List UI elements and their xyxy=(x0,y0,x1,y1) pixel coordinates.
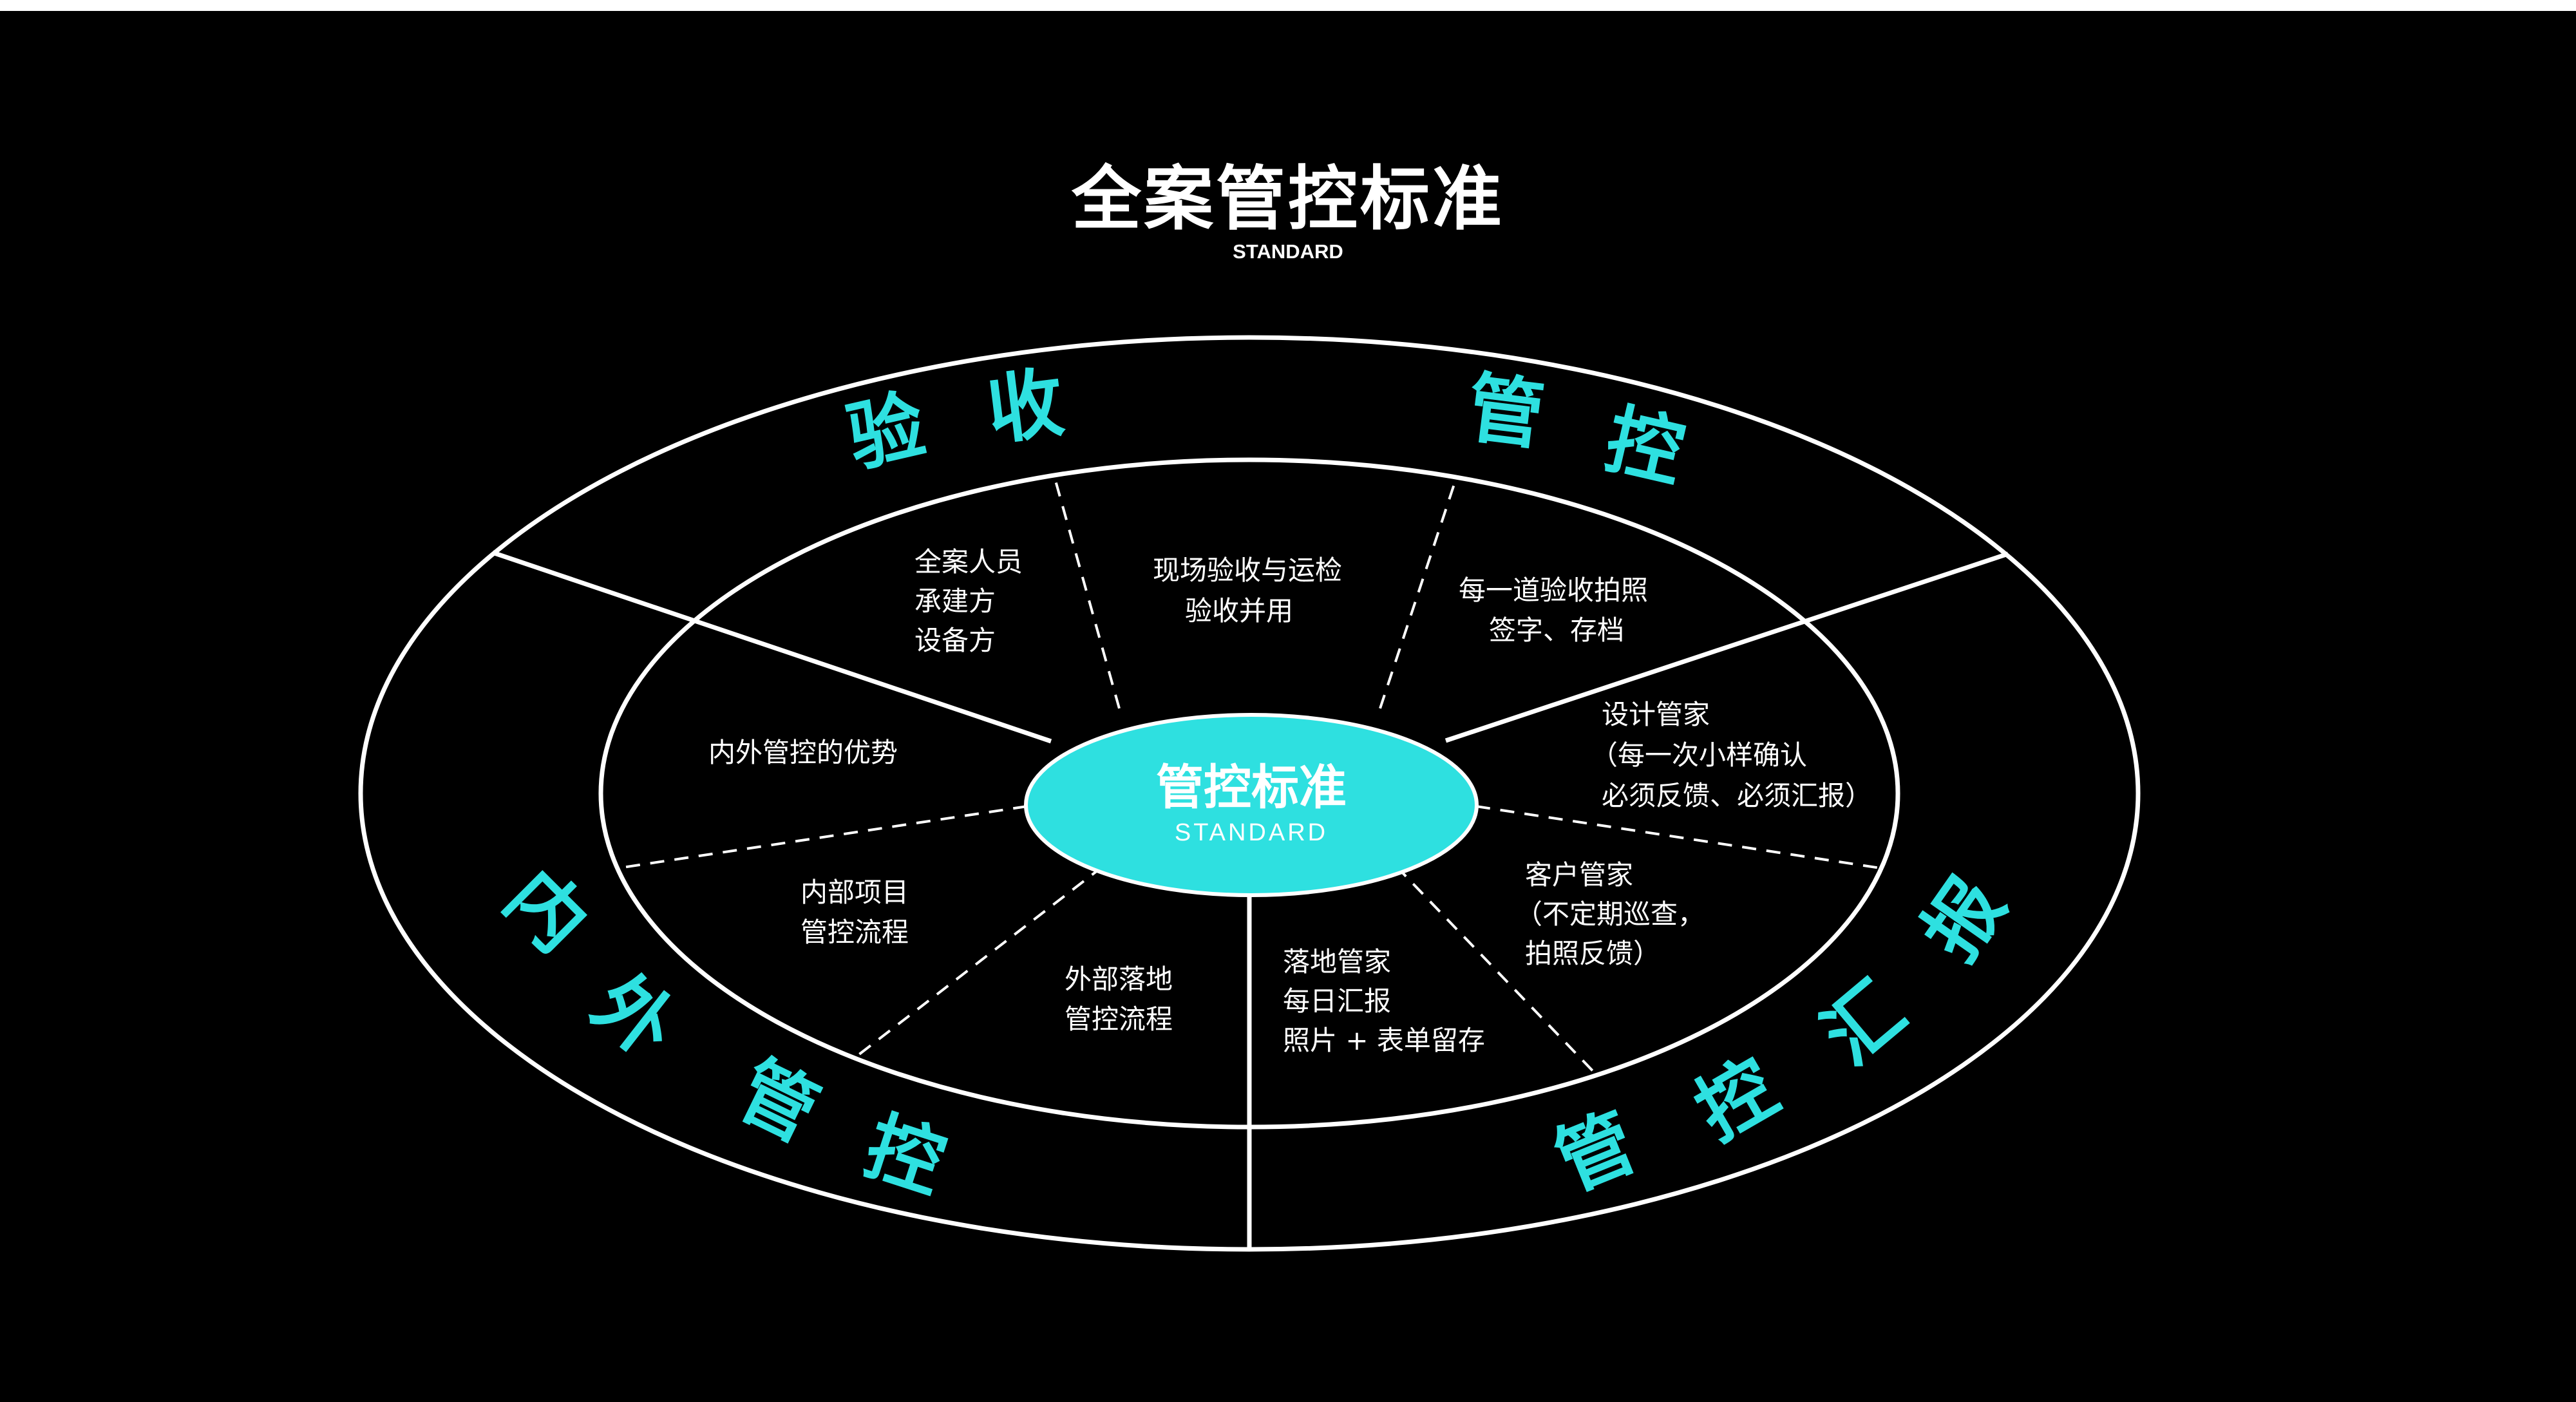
page-title: 全案管控标准 xyxy=(1071,159,1504,240)
segment-line: 拍照反馈） xyxy=(1525,938,1660,969)
ring-char: 报 xyxy=(1906,862,2022,976)
ring-char: 收 xyxy=(982,358,1068,455)
segment-landing-butler: 落地管家 每日汇报 照片 + 表单留存 xyxy=(1283,946,1485,1056)
dashed-divider-3 xyxy=(618,805,1028,869)
ring-char: 控 xyxy=(1681,1042,1792,1157)
ring-label-acceptance: 验 收 xyxy=(839,358,1068,484)
ring-char: 控 xyxy=(855,1101,955,1209)
segment-advantage: 内外管控的优势 xyxy=(708,737,898,768)
page-subtitle: STANDARD xyxy=(1233,240,1343,263)
ring-char: 管 xyxy=(1544,1097,1647,1208)
dashed-divider-2 xyxy=(1379,480,1457,709)
ring-char: 管 xyxy=(724,1045,832,1158)
segment-external-process: 外部落地 管控流程 xyxy=(1065,963,1181,1035)
segment-line: 全案人员 xyxy=(914,546,1023,578)
segment-personnel: 全案人员 承建方 设备方 xyxy=(914,546,1031,656)
center-subtitle: STANDARD xyxy=(1175,819,1328,846)
segment-line: 每一道验收拍照 xyxy=(1459,574,1648,606)
segment-line: 管控流程 xyxy=(800,916,909,948)
ring-char: 汇 xyxy=(1806,965,1921,1082)
segment-client-butler: 客户管家 （不定期巡查， 拍照反馈） xyxy=(1515,859,1713,969)
segment-line: 外部落地 xyxy=(1065,963,1173,995)
segment-line: 管控流程 xyxy=(1065,1003,1173,1035)
ring-char: 管 xyxy=(1463,363,1549,460)
ring-char: 内 xyxy=(488,852,605,969)
segment-line: 必须反馈、必须汇报） xyxy=(1602,780,1872,811)
segment-line: （每一次小样确认 xyxy=(1591,739,1807,771)
dashed-divider-5 xyxy=(857,865,1104,1056)
segment-line: 承建方 xyxy=(914,585,996,617)
segment-line: 设计管家 xyxy=(1602,699,1710,730)
divider-upper-right xyxy=(1444,551,2009,743)
segment-line: 现场验收与运检 xyxy=(1153,554,1342,586)
segment-photo-sign: 每一道验收拍照 签字、存档 xyxy=(1459,574,1656,646)
ring-char: 外 xyxy=(577,958,692,1074)
segment-line: 内部项目 xyxy=(800,876,909,908)
divider-upper-left xyxy=(491,550,1052,744)
segment-onsite-acceptance: 现场验收与运检 验收并用 xyxy=(1153,554,1350,627)
segment-line: 验收并用 xyxy=(1185,595,1293,627)
ring-char: 控 xyxy=(1598,395,1692,498)
segment-design-butler: 设计管家 （每一次小样确认 必须反馈、必须汇报） xyxy=(1591,699,1872,811)
segment-line: （不定期巡查， xyxy=(1515,898,1705,930)
ring-char: 验 xyxy=(839,380,933,484)
dashed-divider-4 xyxy=(1475,805,1881,869)
segment-line: 内外管控的优势 xyxy=(708,737,898,768)
ring-label-control: 管 控 xyxy=(1463,363,1692,498)
segment-line: 落地管家 xyxy=(1283,946,1391,978)
segment-line: 照片 + 表单留存 xyxy=(1283,1025,1485,1056)
segment-internal-process: 内部项目 管控流程 xyxy=(800,876,917,948)
segment-line: 签字、存档 xyxy=(1489,614,1624,646)
segment-line: 客户管家 xyxy=(1525,859,1633,891)
center-ellipse xyxy=(1024,713,1479,897)
center-title: 管控标准 xyxy=(1156,760,1347,815)
dashed-divider-1 xyxy=(1054,478,1121,709)
segment-line: 设备方 xyxy=(914,625,996,656)
segment-line: 每日汇报 xyxy=(1283,985,1391,1017)
dashed-dividers xyxy=(618,478,1881,1078)
diagram-background xyxy=(0,11,2576,1402)
